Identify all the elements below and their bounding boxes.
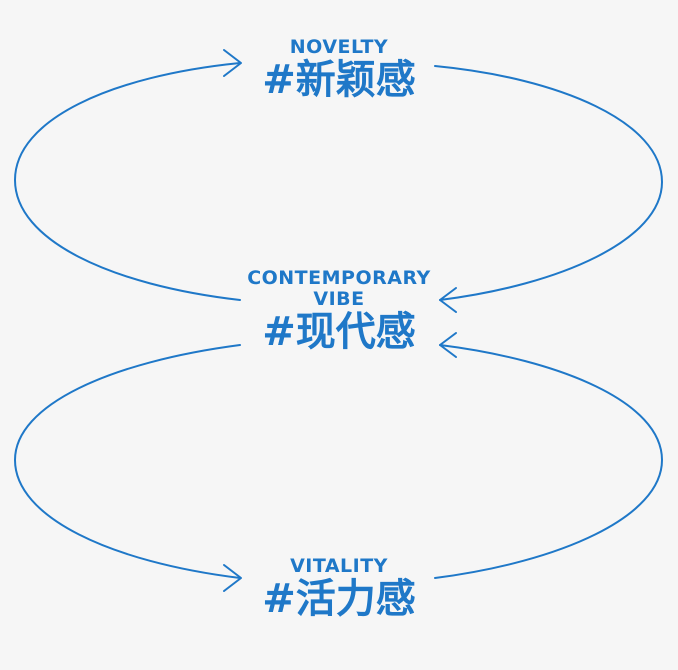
vitality-english-label: VITALITY — [290, 555, 388, 577]
lower-loop-left-arc — [14, 344, 241, 579]
lower-loop-right-arc — [434, 344, 663, 579]
vitality-node: VITALITY #活力感 — [0, 555, 678, 622]
contemporary-english-label-line2: VIBE — [313, 288, 365, 310]
novelty-node: NOVELTY #新颖感 — [0, 36, 678, 103]
contemporary-vibe-node: CONTEMPORARY VIBE #现代感 — [0, 267, 678, 355]
contemporary-chinese-label: #现代感 — [262, 309, 416, 355]
novelty-chinese-label: #新颖感 — [262, 57, 416, 103]
vitality-chinese-label: #活力感 — [262, 576, 416, 622]
contemporary-english-label-line1: CONTEMPORARY — [247, 267, 431, 289]
novelty-english-label: NOVELTY — [289, 36, 389, 58]
upper-loop-middle-arrowhead — [439, 287, 457, 313]
upper-loop-top-arrowhead — [223, 49, 242, 77]
lower-loop-bottom-arrowhead — [223, 564, 242, 592]
upper-loop-left-arc — [14, 62, 241, 301]
upper-loop-right-arc — [434, 65, 663, 301]
lower-loop-middle-arrowhead — [439, 332, 457, 358]
